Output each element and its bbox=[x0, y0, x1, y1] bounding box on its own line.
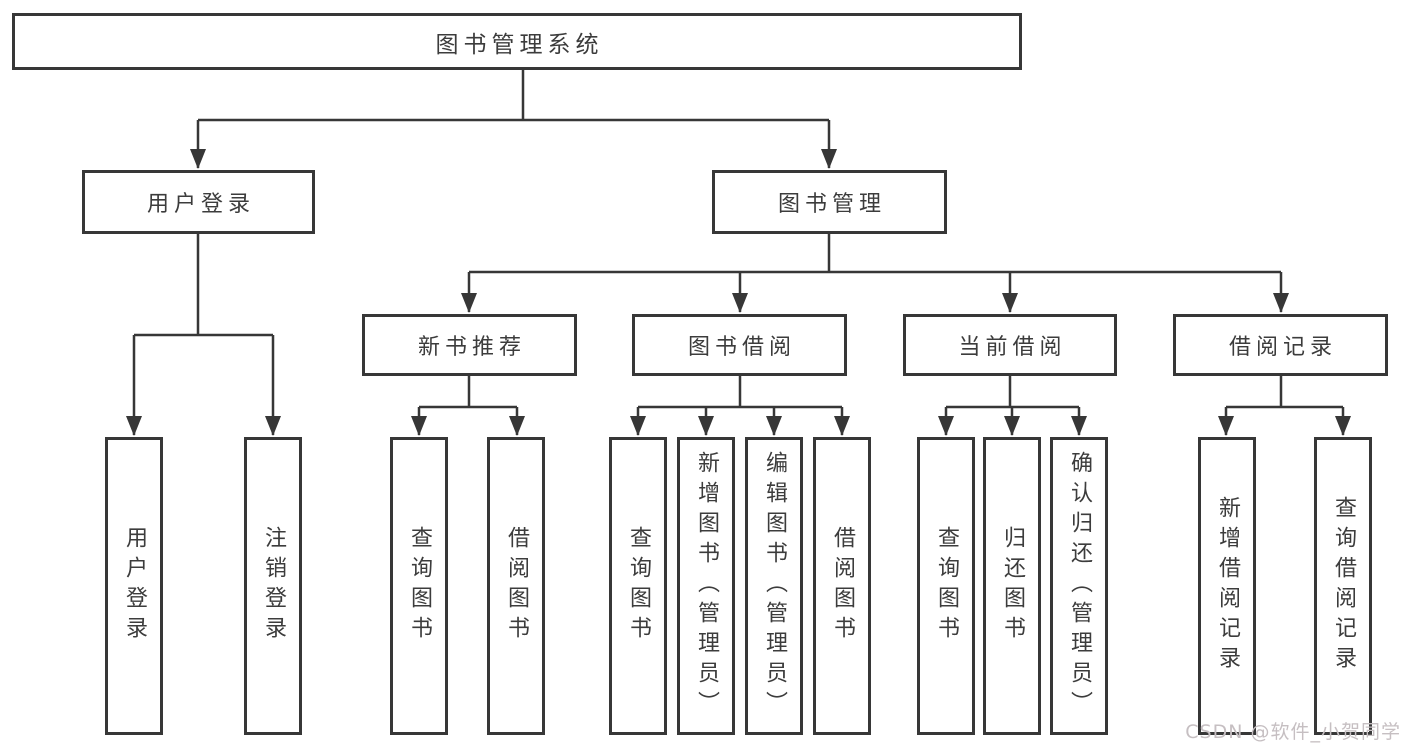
node-label: 注销登录 bbox=[261, 526, 286, 646]
node-label: 查询借阅记录 bbox=[1331, 496, 1356, 676]
node-label: 新书推荐 bbox=[417, 335, 526, 360]
leaf-query-books-recommend: 查询图书 bbox=[390, 437, 448, 735]
node-label: 图书管理系统 bbox=[435, 31, 604, 58]
node-label: 确认归还（管理员） bbox=[1067, 451, 1092, 721]
node-label: 编辑图书（管理员） bbox=[762, 451, 787, 721]
node-label: 新增借阅记录 bbox=[1215, 496, 1240, 676]
leaf-logout: 注销登录 bbox=[244, 437, 302, 735]
node-library-management-system: 图书管理系统 bbox=[12, 13, 1022, 70]
node-label: 借阅图书 bbox=[830, 526, 855, 646]
node-label: 归还图书 bbox=[1000, 526, 1025, 646]
node-label: 查询图书 bbox=[407, 526, 432, 646]
leaf-add-borrow-record: 新增借阅记录 bbox=[1198, 437, 1256, 735]
node-label: 图书管理 bbox=[777, 192, 886, 217]
node-label: 用户登录 bbox=[146, 192, 255, 217]
node-new-book-recommend: 新书推荐 bbox=[362, 314, 577, 376]
node-borrowing-records: 借阅记录 bbox=[1173, 314, 1388, 376]
node-label: 借阅图书 bbox=[504, 526, 529, 646]
leaf-query-books-borrowing: 查询图书 bbox=[609, 437, 667, 735]
node-current-borrowing: 当前借阅 bbox=[903, 314, 1117, 376]
leaf-return-book: 归还图书 bbox=[983, 437, 1041, 735]
node-label: 当前借阅 bbox=[958, 335, 1067, 360]
leaf-borrow-books-borrowing: 借阅图书 bbox=[813, 437, 871, 735]
leaf-query-books-current: 查询图书 bbox=[917, 437, 975, 735]
node-label: 新增图书（管理员） bbox=[694, 451, 719, 721]
node-label: 借阅记录 bbox=[1228, 335, 1337, 360]
leaf-edit-book-admin: 编辑图书（管理员） bbox=[745, 437, 803, 735]
leaf-add-book-admin: 新增图书（管理员） bbox=[677, 437, 735, 735]
csdn-watermark: CSDN @软件_小贺同学 bbox=[1185, 721, 1401, 743]
leaf-query-borrow-record: 查询借阅记录 bbox=[1314, 437, 1372, 735]
node-label: 图书借阅 bbox=[687, 335, 796, 360]
node-user-login: 用户登录 bbox=[82, 170, 315, 234]
node-label: 查询图书 bbox=[626, 526, 651, 646]
leaf-confirm-return-admin: 确认归还（管理员） bbox=[1050, 437, 1108, 735]
node-book-borrowing: 图书借阅 bbox=[632, 314, 847, 376]
node-label: 用户登录 bbox=[122, 526, 147, 646]
leaf-user-login: 用户登录 bbox=[105, 437, 163, 735]
node-label: 查询图书 bbox=[934, 526, 959, 646]
node-book-management: 图书管理 bbox=[712, 170, 947, 234]
leaf-borrow-books-recommend: 借阅图书 bbox=[487, 437, 545, 735]
